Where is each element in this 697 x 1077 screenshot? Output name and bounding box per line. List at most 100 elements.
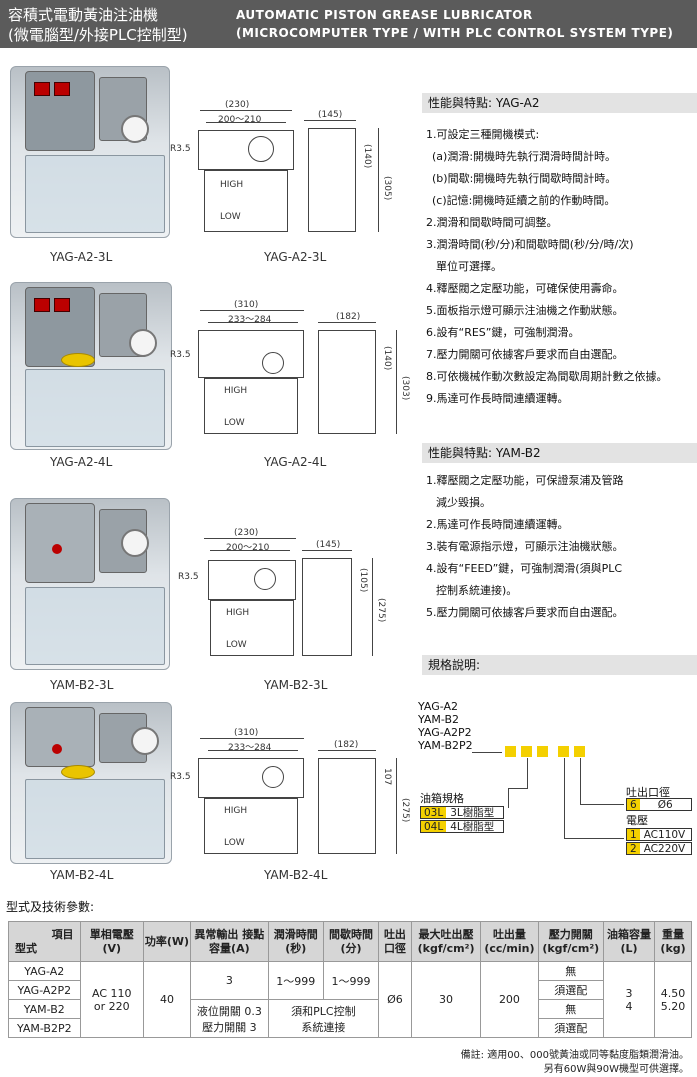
plc-note-line: 須和PLC控制	[291, 1004, 356, 1018]
feature-item: 9.馬達可作長時間連續運轉。	[426, 392, 569, 405]
controller-box	[25, 287, 95, 367]
header-interval: 間歇時間 (分)	[322, 921, 380, 962]
tank-option-text: 4L樹脂型	[450, 821, 495, 833]
front-view-outline	[302, 558, 352, 656]
header-cn-line2: (微電腦型/外接PLC控制型)	[8, 26, 188, 44]
header-english: AUTOMATIC PISTON GREASE LUBRICATOR (MICR…	[226, 0, 697, 48]
max-pressure-cell: 30	[410, 961, 482, 1038]
header-item: 項目	[51, 927, 74, 941]
spec-model: YAM-B2	[418, 713, 460, 726]
header-output: 吐出量 (cc/min)	[480, 921, 539, 962]
alarm-level-switch: 液位開關 0.3	[196, 1004, 262, 1018]
tank-outline	[204, 798, 298, 854]
header-weight: 重量 (kg)	[654, 921, 692, 962]
drawing-label: YAG-A2-3L	[264, 250, 327, 264]
feature-item: 8.可依機械作動次數設定為間歇周期計數之依據。	[426, 370, 668, 383]
voltage-option-text: AC110V	[643, 829, 686, 841]
product-photo-yam-b2-3l	[10, 498, 170, 670]
dim-height-upper: (140)	[362, 144, 372, 169]
dim-height-total: (275)	[400, 798, 410, 823]
lube-time-cell: 1～999	[267, 961, 324, 1000]
feature-item: 2.馬達可作長時間連續運轉。	[426, 518, 569, 531]
voltage-spec-label: 電壓	[626, 814, 648, 827]
dim-radius: R3.5	[170, 144, 191, 154]
code-box	[574, 746, 585, 757]
outlet-option-text: Ø6	[657, 799, 673, 811]
spec-table-title: 型式及技術參數:	[6, 900, 95, 914]
note-line2: 另有60W與90W機型可供選擇。	[543, 1064, 689, 1075]
dim-range: 200～210	[226, 543, 270, 553]
switch-cell: 無	[537, 961, 604, 981]
feature-item: 1.可設定三種開機模式:	[426, 128, 540, 141]
pressure-gauge-icon	[121, 115, 149, 143]
tank-option-text: 3L樹脂型	[450, 807, 495, 819]
tank-outline	[204, 170, 288, 232]
page-header: 容積式電動黃油注油機 (微電腦型/外接PLC控制型) AUTOMATIC PIS…	[0, 0, 697, 48]
dim-depth: (182)	[334, 740, 359, 750]
pressure-gauge-icon	[121, 529, 149, 557]
mark-high: HIGH	[224, 806, 248, 816]
tank-option-code: 04L	[421, 821, 447, 833]
weight-value: 5.20	[660, 999, 686, 1013]
led-display	[54, 298, 70, 312]
voltage-option-code: 1	[627, 829, 640, 841]
feature-item: 減少毀損。	[436, 496, 491, 509]
front-view-outline	[308, 128, 356, 232]
dim-range: 200～210	[218, 115, 262, 125]
led-display	[34, 298, 50, 312]
gauge-icon	[262, 766, 284, 788]
switch-cell: 無	[537, 999, 604, 1019]
code-box	[521, 746, 532, 757]
header-outlet: 吐出 口徑	[378, 921, 412, 962]
tank-outline	[204, 378, 298, 434]
dim-range: 233～284	[228, 315, 272, 325]
power-lamp-icon	[52, 744, 62, 754]
dim-radius: R3.5	[170, 772, 191, 782]
code-box	[537, 746, 548, 757]
feature-item: (b)間歇:開機時先執行間歇時間計時。	[432, 172, 617, 185]
dim-depth: (145)	[318, 110, 343, 120]
feature-item: 3.潤滑時間(秒/分)和間歇時間(秒/分/時/次)	[426, 238, 634, 251]
model-cell: YAM-B2P2	[8, 1018, 81, 1038]
outlet-cell: Ø6	[378, 961, 412, 1038]
gauge-icon	[254, 568, 276, 590]
header-en-line1: AUTOMATIC PISTON GREASE LUBRICATOR	[236, 8, 533, 22]
spec-table: 項目 型式 單相電壓 (V) 功率(W) 異常輸出 接點容量(A) 潤滑時間 (…	[8, 921, 692, 1038]
dim-width: (230)	[225, 100, 250, 110]
photo-label: YAM-B2-4L	[50, 868, 114, 882]
section-title-spec-code: 規格說明:	[422, 655, 697, 675]
tank-option-code: 03L	[421, 807, 447, 819]
dim-width: (230)	[234, 528, 259, 538]
side-panel-outline	[198, 330, 304, 378]
drawing-label: YAM-B2-4L	[264, 868, 328, 882]
model-cell: YAM-B2	[8, 999, 81, 1019]
drawing-yag-a2-3l: (230) 200～210 R3.5 HIGH LOW (145) (140) …	[170, 100, 410, 250]
tank-value: 3	[625, 986, 633, 1000]
model-cell: YAG-A2	[8, 961, 81, 981]
feature-item: 3.裝有電源指示燈，可顯示注油機狀態。	[426, 540, 624, 553]
controller-box	[25, 503, 95, 583]
feature-item: 4.設有“FEED”鍵，可強制潤滑(須與PLC	[426, 562, 623, 575]
feature-item: 控制系統連接)。	[436, 584, 518, 597]
dim-height-upper: (140)	[382, 346, 392, 371]
drawing-yag-a2-4l: (310) 233～284 R3.5 HIGH LOW (182) (140) …	[170, 300, 414, 450]
grease-tank	[25, 779, 165, 859]
photo-label: YAM-B2-3L	[50, 678, 114, 692]
feature-item: 6.設有“RES”鍵，可強制潤滑。	[426, 326, 580, 339]
mark-high: HIGH	[226, 608, 250, 618]
dim-range: 233～284	[228, 743, 272, 753]
fill-cap	[61, 353, 95, 367]
header-power: 功率(W)	[142, 921, 191, 962]
pressure-gauge-icon	[129, 329, 157, 357]
feature-item: (a)潤滑:開機時先執行潤滑時間計時。	[432, 150, 617, 163]
feature-item: 單位可選擇。	[436, 260, 502, 273]
drawing-yam-b2-3l: (230) 200～210 R3.5 HIGH LOW (145) (105) …	[178, 528, 410, 668]
mark-low: LOW	[226, 640, 247, 650]
tank-spec-label: 油箱規格	[420, 792, 464, 805]
drawing-label: YAM-B2-3L	[264, 678, 328, 692]
led-display	[34, 82, 50, 96]
table-row: YAM-B2P2 須選配	[8, 1018, 692, 1038]
product-photo-yam-b2-4l	[10, 702, 172, 864]
